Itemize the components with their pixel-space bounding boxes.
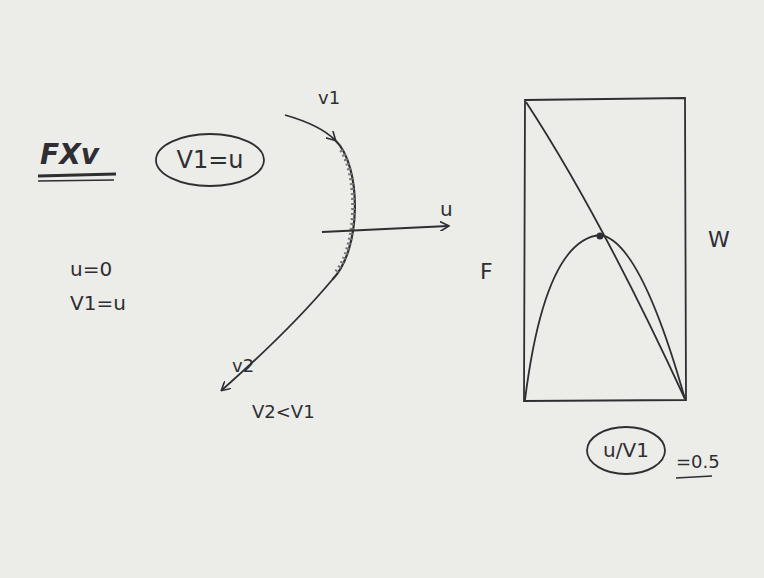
velocity-label: u xyxy=(440,198,453,220)
bucket xyxy=(332,140,355,280)
axis-label: F xyxy=(480,260,493,284)
note: u=0 xyxy=(70,258,112,280)
title-underline xyxy=(38,174,116,176)
bucket-velocity-arrow xyxy=(322,226,448,232)
circled-text: u/V1 xyxy=(603,438,649,462)
work-curve xyxy=(525,235,685,400)
bucket-hatch xyxy=(336,150,353,272)
velocity-label: v2 xyxy=(232,356,254,376)
title: FXv xyxy=(40,140,99,171)
note: =0.5 xyxy=(676,452,720,472)
velocity-label: v1 xyxy=(318,88,340,108)
note: V2<V1 xyxy=(252,402,315,422)
inlet-jet xyxy=(285,115,335,140)
peak-dot xyxy=(597,233,604,240)
circled-note: u/V1 xyxy=(585,425,667,476)
axis-label: W xyxy=(708,228,730,252)
title-underline xyxy=(38,180,114,181)
underline xyxy=(676,476,712,478)
outlet-jet xyxy=(222,280,332,390)
circled-note: V1=u xyxy=(154,132,266,188)
force-curve xyxy=(526,102,685,399)
circled-text: V1=u xyxy=(176,146,243,174)
note: V1=u xyxy=(70,292,126,314)
plot-frame xyxy=(524,98,686,401)
